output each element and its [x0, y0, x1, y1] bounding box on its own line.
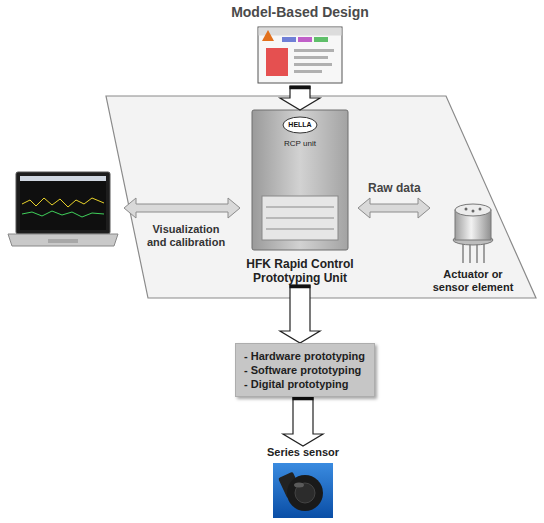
plate-line: [266, 207, 334, 208]
sensor-hole: [465, 208, 468, 211]
series-sensor: Series sensor: [265, 446, 341, 520]
sensor-element: Actuator or sensor element: [430, 196, 516, 294]
laptop-lid: [16, 172, 110, 234]
double-arrow: [358, 198, 430, 218]
label-plate: [262, 196, 338, 240]
sensor-top: [455, 204, 491, 216]
screen-tab: [282, 37, 296, 42]
arrow-lip: [290, 86, 311, 90]
connector-group: [280, 86, 320, 110]
laptop-touchpad: [48, 239, 78, 243]
connector-group: [280, 285, 320, 343]
list-item: - Digital prototyping: [244, 377, 348, 391]
screen-frame: [258, 27, 342, 83]
series-sensor-photo: [273, 463, 333, 518]
screen-tab: [298, 37, 312, 42]
edge-label: Raw data: [365, 181, 424, 195]
screen-panel: [266, 48, 288, 76]
device-label: RCP unit: [284, 139, 316, 149]
logo-text: HELLA: [288, 120, 311, 129]
photo-background: [273, 463, 333, 518]
screen-line: [294, 63, 332, 66]
laptop-base: [8, 234, 118, 246]
arrow-lip: [293, 397, 314, 401]
model-screen: Model-Based Design: [228, 4, 372, 86]
sensor-highlight: [294, 483, 304, 488]
sensor-caption: Series sensor: [267, 446, 339, 459]
laptop-screen: [20, 176, 106, 230]
laptop-window-bar: [20, 176, 106, 181]
matlab-logo: [262, 30, 274, 41]
model-screen-icon: [258, 27, 342, 83]
sensor-housing: [287, 475, 323, 511]
connector-group: [358, 198, 430, 218]
rcp-housing: [252, 110, 348, 250]
screen-tab: [314, 37, 328, 42]
sensor-hole: [472, 210, 475, 213]
signal-trace: [22, 198, 104, 207]
list-item: - Hardware prototyping: [244, 349, 365, 363]
sensor-hole: [479, 208, 482, 211]
prototyping-plane: [106, 96, 536, 298]
connector-group: [283, 397, 323, 446]
prototyping-box: - Hardware prototyping- Software prototy…: [235, 343, 375, 397]
plate-line: [266, 229, 334, 230]
double-arrow: [124, 198, 240, 218]
laptop-illustration: [8, 172, 118, 246]
element-caption: Actuator or sensor element: [430, 268, 516, 294]
block-arrow: [280, 86, 320, 110]
plate-line: [266, 218, 334, 219]
sensor-face: [295, 483, 315, 503]
unit-heading: HFK Rapid Control Prototyping Unit: [243, 257, 357, 285]
housing-body: [252, 110, 348, 250]
list-item: - Software prototyping: [244, 363, 361, 377]
screen-line: [294, 49, 334, 52]
rcp-unit: HELLA RCP unitHFK Rapid Control Prototypi…: [242, 110, 358, 285]
sensor-element-illustration: [453, 204, 493, 263]
block-arrow: [283, 397, 323, 446]
logo-oval: [283, 117, 317, 133]
arrow-lip: [290, 285, 311, 289]
screen-toolbar: [259, 28, 342, 36]
diagram-heading: Model-Based Design: [231, 4, 369, 21]
signal-trace: [22, 211, 104, 217]
edge-caption: Visualization and calibration: [142, 222, 230, 250]
screen-line: [294, 70, 322, 73]
block-arrow: [280, 285, 320, 343]
screen-line: [294, 56, 328, 59]
